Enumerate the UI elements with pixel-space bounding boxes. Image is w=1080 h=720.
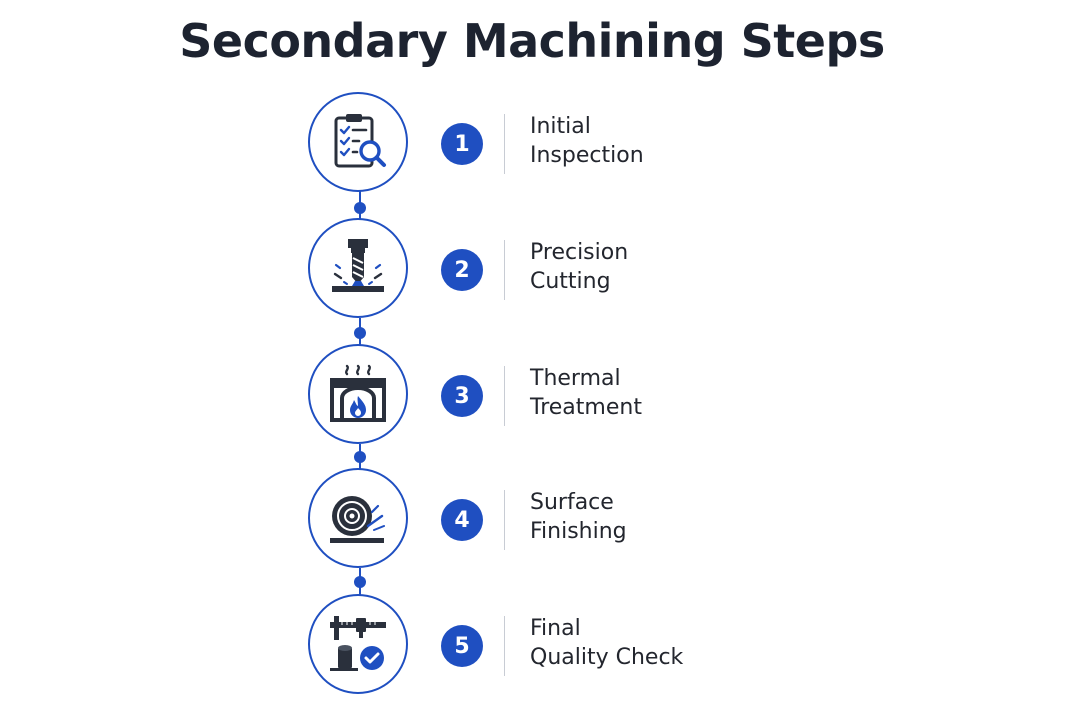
step-4-icon-circle: [308, 468, 408, 568]
step-4-number-badge: 4: [441, 499, 483, 541]
step-1-icon-circle: [308, 92, 408, 192]
step-1-number-badge: 1: [441, 123, 483, 165]
step-5: 5 Final Quality Check: [0, 594, 1080, 698]
divider: [504, 114, 505, 174]
connector-dot: [354, 202, 366, 214]
step-2-label: Precision Cutting: [530, 240, 629, 294]
grinding-wheel-icon: [330, 496, 385, 543]
step-5-label: Final Quality Check: [530, 616, 684, 670]
step-2: 2 Precision Cutting: [0, 218, 1080, 322]
divider: [504, 616, 505, 676]
page-title: Secondary Machining Steps: [179, 14, 885, 68]
end-mill-cutter-icon: [332, 239, 384, 292]
furnace-flame-icon: [330, 364, 386, 422]
step-1: 1 Initial Inspection: [0, 92, 1080, 196]
connector-dot: [354, 576, 366, 588]
step-5-number-badge: 5: [441, 625, 483, 667]
step-3-icon-circle: [308, 344, 408, 444]
connector-dot: [354, 327, 366, 339]
connector-dot: [354, 451, 366, 463]
step-2-icon-circle: [308, 218, 408, 318]
step-3: 3 Thermal Treatment: [0, 344, 1080, 448]
step-4-label: Surface Finishing: [530, 490, 627, 544]
step-5-icon-circle: [308, 594, 408, 694]
step-3-number-badge: 3: [441, 375, 483, 417]
divider: [504, 240, 505, 300]
divider: [504, 366, 505, 426]
clipboard-magnifier-icon: [334, 114, 386, 168]
step-1-label: Initial Inspection: [530, 114, 644, 168]
caliper-check-icon: [330, 616, 386, 671]
step-2-number-badge: 2: [441, 249, 483, 291]
divider: [504, 490, 505, 550]
step-4: 4 Surface Finishing: [0, 468, 1080, 572]
step-3-label: Thermal Treatment: [530, 366, 642, 420]
